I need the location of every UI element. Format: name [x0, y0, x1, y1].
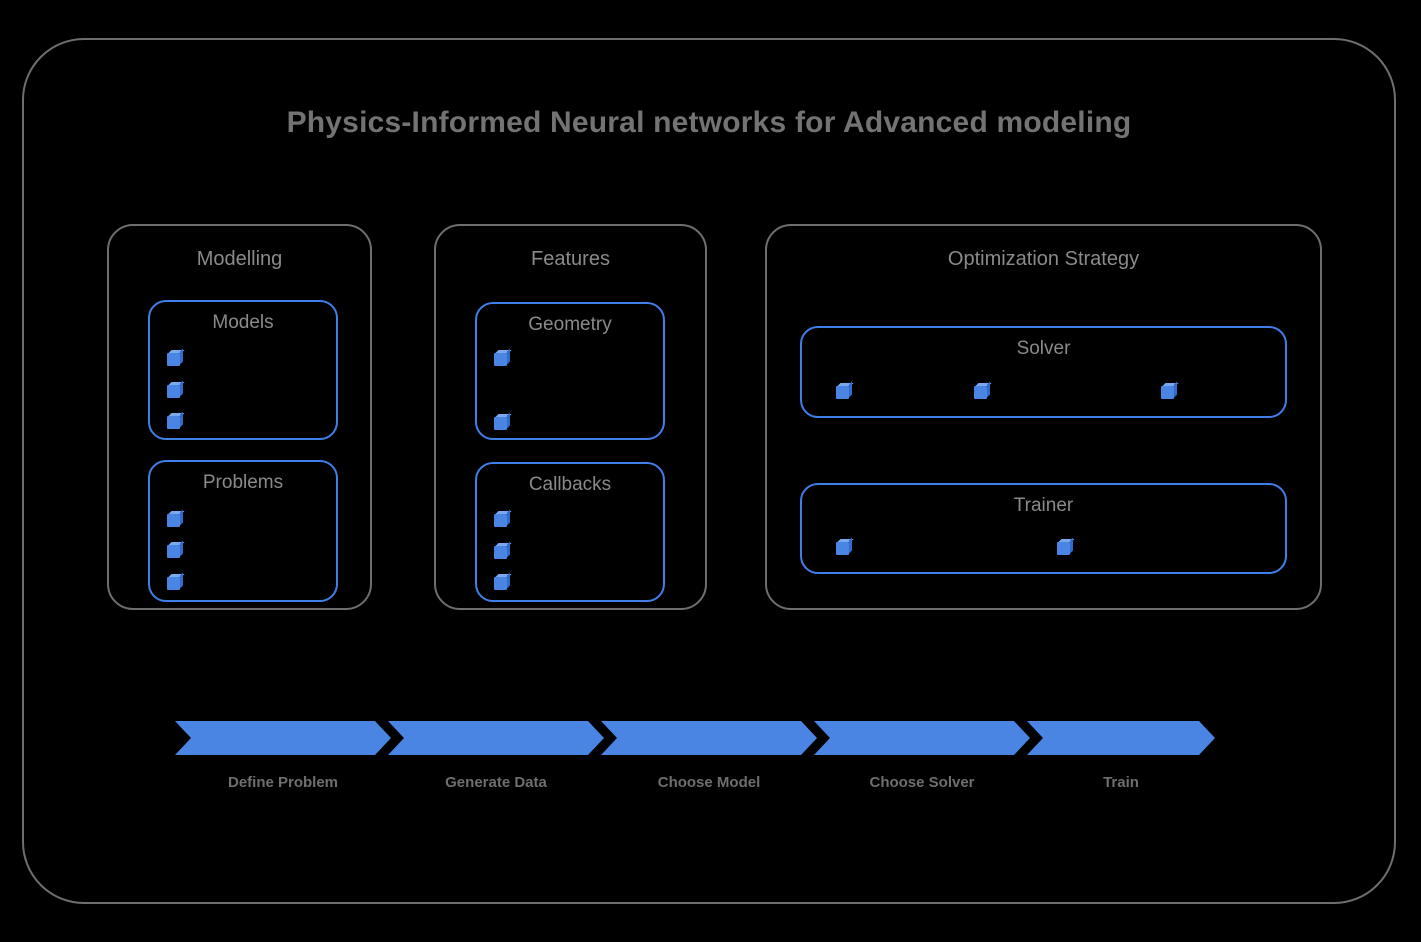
- cube-bullet: [1057, 542, 1070, 555]
- panel-title-modelling: Modelling: [196, 248, 283, 270]
- box-title-models: Models: [212, 312, 274, 333]
- cube-bullet: [167, 514, 180, 527]
- box-trainer[interactable]: Trainer: [800, 483, 1287, 574]
- pipeline-step-arrow-2[interactable]: [388, 721, 604, 755]
- cube-bullet: [494, 417, 507, 430]
- box-title-problems: Problems: [202, 472, 284, 493]
- pipeline-step-arrow-3[interactable]: [601, 721, 817, 755]
- pipeline-step-label-4: Choose Solver: [869, 774, 975, 791]
- pipeline-step-arrow-4[interactable]: [814, 721, 1030, 755]
- cube-bullet: [494, 353, 507, 366]
- cube-bullet: [836, 386, 849, 399]
- page-title: Physics-Informed Neural networks for Adv…: [286, 106, 1132, 139]
- pipeline-step-arrow-1[interactable]: [175, 721, 391, 755]
- panel-title-features: Features: [531, 248, 610, 270]
- box-title-callbacks: Callbacks: [528, 474, 612, 495]
- box-problems[interactable]: Problems: [148, 460, 338, 602]
- cube-bullet: [494, 514, 507, 527]
- cube-bullet: [167, 385, 180, 398]
- box-title-solver: Solver: [1016, 338, 1071, 359]
- pipeline-step-arrow-5[interactable]: [1027, 721, 1215, 755]
- box-models[interactable]: Models: [148, 300, 338, 440]
- cube-bullet: [494, 546, 507, 559]
- pipeline-step-label-5: Train: [1103, 774, 1139, 791]
- cube-bullet: [167, 577, 180, 590]
- box-title-geometry: Geometry: [528, 314, 612, 335]
- cube-bullet: [836, 542, 849, 555]
- cube-bullet: [167, 545, 180, 558]
- box-callbacks[interactable]: Callbacks: [475, 462, 665, 602]
- box-title-trainer: Trainer: [1013, 495, 1074, 516]
- pipeline-step-label-2: Generate Data: [445, 774, 547, 791]
- cube-bullet: [1161, 386, 1174, 399]
- cube-bullet: [167, 353, 180, 366]
- box-solver[interactable]: Solver: [800, 326, 1287, 418]
- pipeline-step-label-3: Choose Model: [657, 774, 761, 791]
- panel-title-optimization: Optimization Strategy: [947, 248, 1140, 270]
- cube-bullet: [494, 577, 507, 590]
- cube-bullet: [167, 416, 180, 429]
- pipeline-step-label-1: Define Problem: [227, 774, 339, 791]
- cube-bullet: [974, 386, 987, 399]
- pipeline-arrows: [175, 721, 1215, 755]
- box-geometry[interactable]: Geometry: [475, 302, 665, 440]
- diagram-outer-container: Physics-Informed Neural networks for Adv…: [22, 38, 1396, 904]
